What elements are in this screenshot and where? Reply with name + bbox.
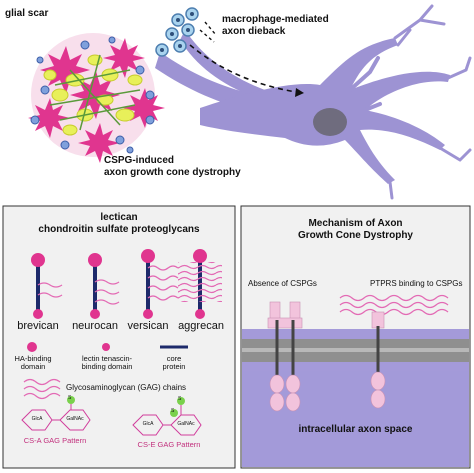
- right-panel-title-line1: Mechanism of Axon: [308, 218, 403, 229]
- ptprs-receptor-bound: [339, 294, 449, 409]
- cs-a-gag-pattern: [21, 396, 91, 431]
- glial-scar-label: glial scar: [5, 8, 49, 19]
- cs-e-gag-pattern: [132, 397, 202, 436]
- neuron: [155, 4, 472, 200]
- dieback-label-line2: axon dieback: [222, 26, 286, 37]
- cs-e-sulfate-top-label: S: [178, 396, 182, 402]
- brevican-diagram: [31, 253, 63, 319]
- legend-lectin: lectin tenascin- binding domain: [81, 354, 133, 372]
- macrophages: [155, 7, 199, 57]
- neurocan-label: neurocan: [72, 320, 118, 332]
- cs-a-caption: CS-A GAG Pattern: [23, 436, 87, 445]
- intracellular-space-label: intracellular axon space: [298, 424, 413, 435]
- legend-gag-chains: Glycosaminoglycan (GAG) chains: [66, 383, 187, 392]
- cs-a-galnac-label: GalNAc: [66, 416, 84, 422]
- legend-core-protein: core protein: [162, 354, 186, 372]
- absence-of-cspgs-label: Absence of CSPGs: [248, 279, 317, 288]
- dystrophy-label-line1: CSPG-induced: [104, 155, 175, 166]
- cs-e-sulfate-bottom-label: S: [171, 408, 175, 414]
- versican-label: versican: [127, 320, 169, 332]
- ptprs-binding-label: PTPRS binding to CSPGs: [370, 279, 463, 288]
- left-panel-box: [2, 205, 236, 469]
- dieback-arrow: [189, 21, 304, 97]
- legend: [23, 342, 188, 400]
- left-panel-title-line1: lectican: [100, 212, 138, 223]
- legend-ha-binding: HA-binding domain: [14, 354, 52, 372]
- ptprs-receptor-absent: [267, 301, 303, 412]
- cs-e-galnac-label: GalNAc: [177, 421, 195, 427]
- aggrecan-diagram: [178, 249, 222, 319]
- cs-e-caption: CS-E GAG Pattern: [137, 440, 201, 449]
- cs-e-glca-label: GlcA: [142, 421, 154, 427]
- right-panel-title-line2: Growth Cone Dystrophy: [297, 230, 413, 241]
- left-panel-title-line2: chondroitin sulfate proteoglycans: [38, 224, 200, 235]
- aggrecan-label: aggrecan: [178, 320, 224, 332]
- glial-scar: [28, 33, 165, 163]
- neurocan-diagram: [88, 253, 120, 319]
- cs-a-sulfate-label: S: [68, 395, 72, 401]
- dystrophy-label-line2: axon growth cone dystrophy: [104, 167, 241, 178]
- brevican-label: brevican: [17, 320, 59, 332]
- cs-a-glca-label: GlcA: [31, 416, 43, 422]
- versican-diagram: [141, 249, 179, 319]
- nucleus: [313, 108, 347, 136]
- dieback-label-line1: macrophage-mediated: [222, 14, 329, 25]
